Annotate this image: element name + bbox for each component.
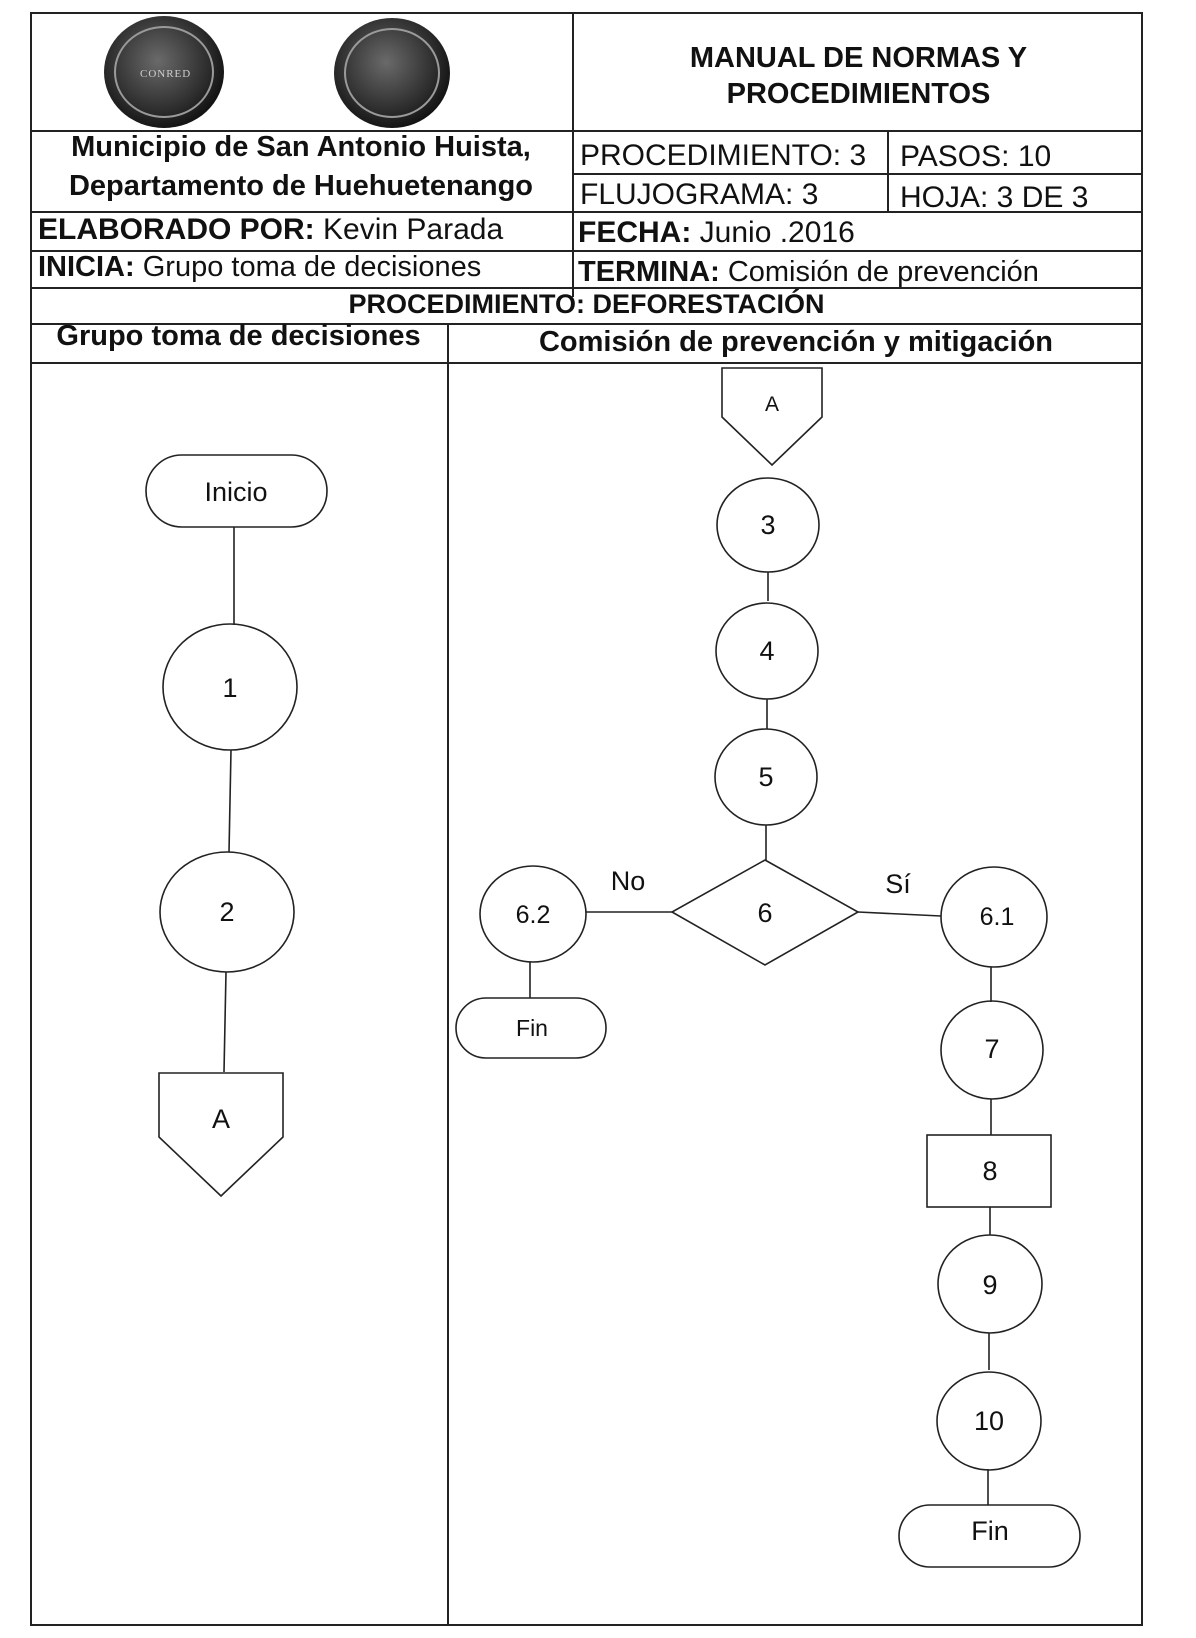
municipio-line1: Municipio de San Antonio Huista, bbox=[71, 131, 531, 163]
divider bbox=[572, 173, 1143, 175]
step-10-label: 10 bbox=[974, 1406, 1004, 1436]
divider bbox=[30, 130, 1143, 132]
elaborado-value: Kevin Parada bbox=[314, 213, 504, 246]
document-frame bbox=[30, 12, 1143, 1626]
conred-seal-logo: CONRED bbox=[104, 16, 224, 128]
process-circle-1 bbox=[162, 623, 298, 751]
termina-label: TERMINA: bbox=[578, 256, 720, 288]
start-terminator bbox=[145, 454, 328, 528]
divider bbox=[30, 323, 1143, 325]
lane-header-left: Grupo toma de decisiones bbox=[56, 320, 421, 352]
step-9-label: 9 bbox=[982, 1270, 997, 1300]
elaborado-label: ELABORADO POR: bbox=[38, 213, 315, 246]
step-4-label: 4 bbox=[759, 636, 774, 666]
si-branch-label: Sí bbox=[885, 869, 911, 899]
connector-in-label: A bbox=[765, 393, 779, 416]
fin-left-label: Fin bbox=[516, 1015, 548, 1041]
inicia: INICIA: Grupo toma de decisiones bbox=[38, 253, 481, 282]
divider bbox=[30, 250, 1143, 252]
fin-right-label: Fin bbox=[971, 1516, 1009, 1546]
divider bbox=[30, 287, 1143, 289]
step-3-label: 3 bbox=[760, 510, 775, 540]
inicio-label: Inicio bbox=[204, 477, 267, 507]
manual-title-line1: MANUAL DE NORMAS Y bbox=[689, 42, 1028, 74]
process-circle-9 bbox=[937, 1234, 1043, 1334]
flow-line bbox=[223, 971, 227, 1073]
process-circle-6-2 bbox=[479, 865, 587, 963]
inicia-label: INICIA: bbox=[38, 251, 135, 283]
lane-divider bbox=[447, 323, 449, 1626]
process-circle-3 bbox=[716, 477, 820, 573]
process-box-8 bbox=[926, 1134, 1052, 1208]
hoja-number: HOJA: 3 DE 3 bbox=[900, 181, 1089, 214]
divider bbox=[572, 12, 574, 297]
step-7-label: 7 bbox=[984, 1034, 999, 1064]
process-circle-5 bbox=[714, 728, 818, 826]
no-branch-label: No bbox=[611, 866, 646, 896]
decision-diamond-6 bbox=[670, 859, 860, 966]
decision-6-label: 6 bbox=[757, 898, 772, 928]
divider bbox=[30, 211, 1143, 213]
end-terminator-right bbox=[898, 1504, 1081, 1568]
municipal-seal-logo bbox=[334, 18, 450, 128]
divider bbox=[887, 130, 889, 211]
process-circle-4 bbox=[715, 602, 819, 700]
procedimiento-title: PROCEDIMIENTO: DEFORESTACIÓN bbox=[348, 289, 825, 319]
step-1-label: 1 bbox=[222, 673, 237, 703]
process-circle-2 bbox=[159, 851, 295, 973]
pasos-count: PASOS: 10 bbox=[900, 140, 1052, 173]
offpage-connector-out bbox=[158, 1072, 284, 1198]
elaborado-por: ELABORADO POR: Kevin Parada bbox=[38, 215, 503, 245]
step-6-1-label: 6.1 bbox=[980, 903, 1015, 931]
step-6-2-label: 6.2 bbox=[516, 901, 551, 929]
step-8-label: 8 bbox=[982, 1156, 997, 1186]
divider bbox=[30, 362, 1143, 364]
manual-title-line2: PROCEDIMIENTOS bbox=[726, 78, 991, 110]
offpage-connector-in bbox=[721, 367, 823, 467]
step-2-label: 2 bbox=[219, 897, 234, 927]
fecha-value: Junio .2016 bbox=[691, 216, 855, 249]
process-circle-7 bbox=[940, 1000, 1044, 1100]
procedimiento-number: PROCEDIMIENTO: 3 bbox=[580, 139, 867, 172]
flow-line bbox=[857, 911, 942, 917]
termina-value: Comisión de prevención bbox=[719, 256, 1039, 288]
termina: TERMINA: Comisión de prevención bbox=[578, 258, 1039, 287]
flow-line bbox=[228, 749, 232, 853]
fecha-label: FECHA: bbox=[578, 216, 692, 249]
step-5-label: 5 bbox=[758, 762, 773, 792]
municipio-line2: Departamento de Huehuetenango bbox=[68, 170, 534, 202]
inicia-value: Grupo toma de decisiones bbox=[134, 251, 482, 283]
flujograma-number: FLUJOGRAMA: 3 bbox=[580, 178, 819, 211]
end-terminator-left bbox=[455, 997, 607, 1059]
process-circle-6-1 bbox=[940, 866, 1048, 968]
connector-out-label: A bbox=[212, 1104, 230, 1134]
lane-header-right: Comisión de prevención y mitigación bbox=[538, 326, 1054, 358]
logo-text: CONRED bbox=[140, 68, 192, 80]
fecha: FECHA: Junio .2016 bbox=[578, 218, 855, 248]
process-circle-10 bbox=[936, 1371, 1042, 1471]
